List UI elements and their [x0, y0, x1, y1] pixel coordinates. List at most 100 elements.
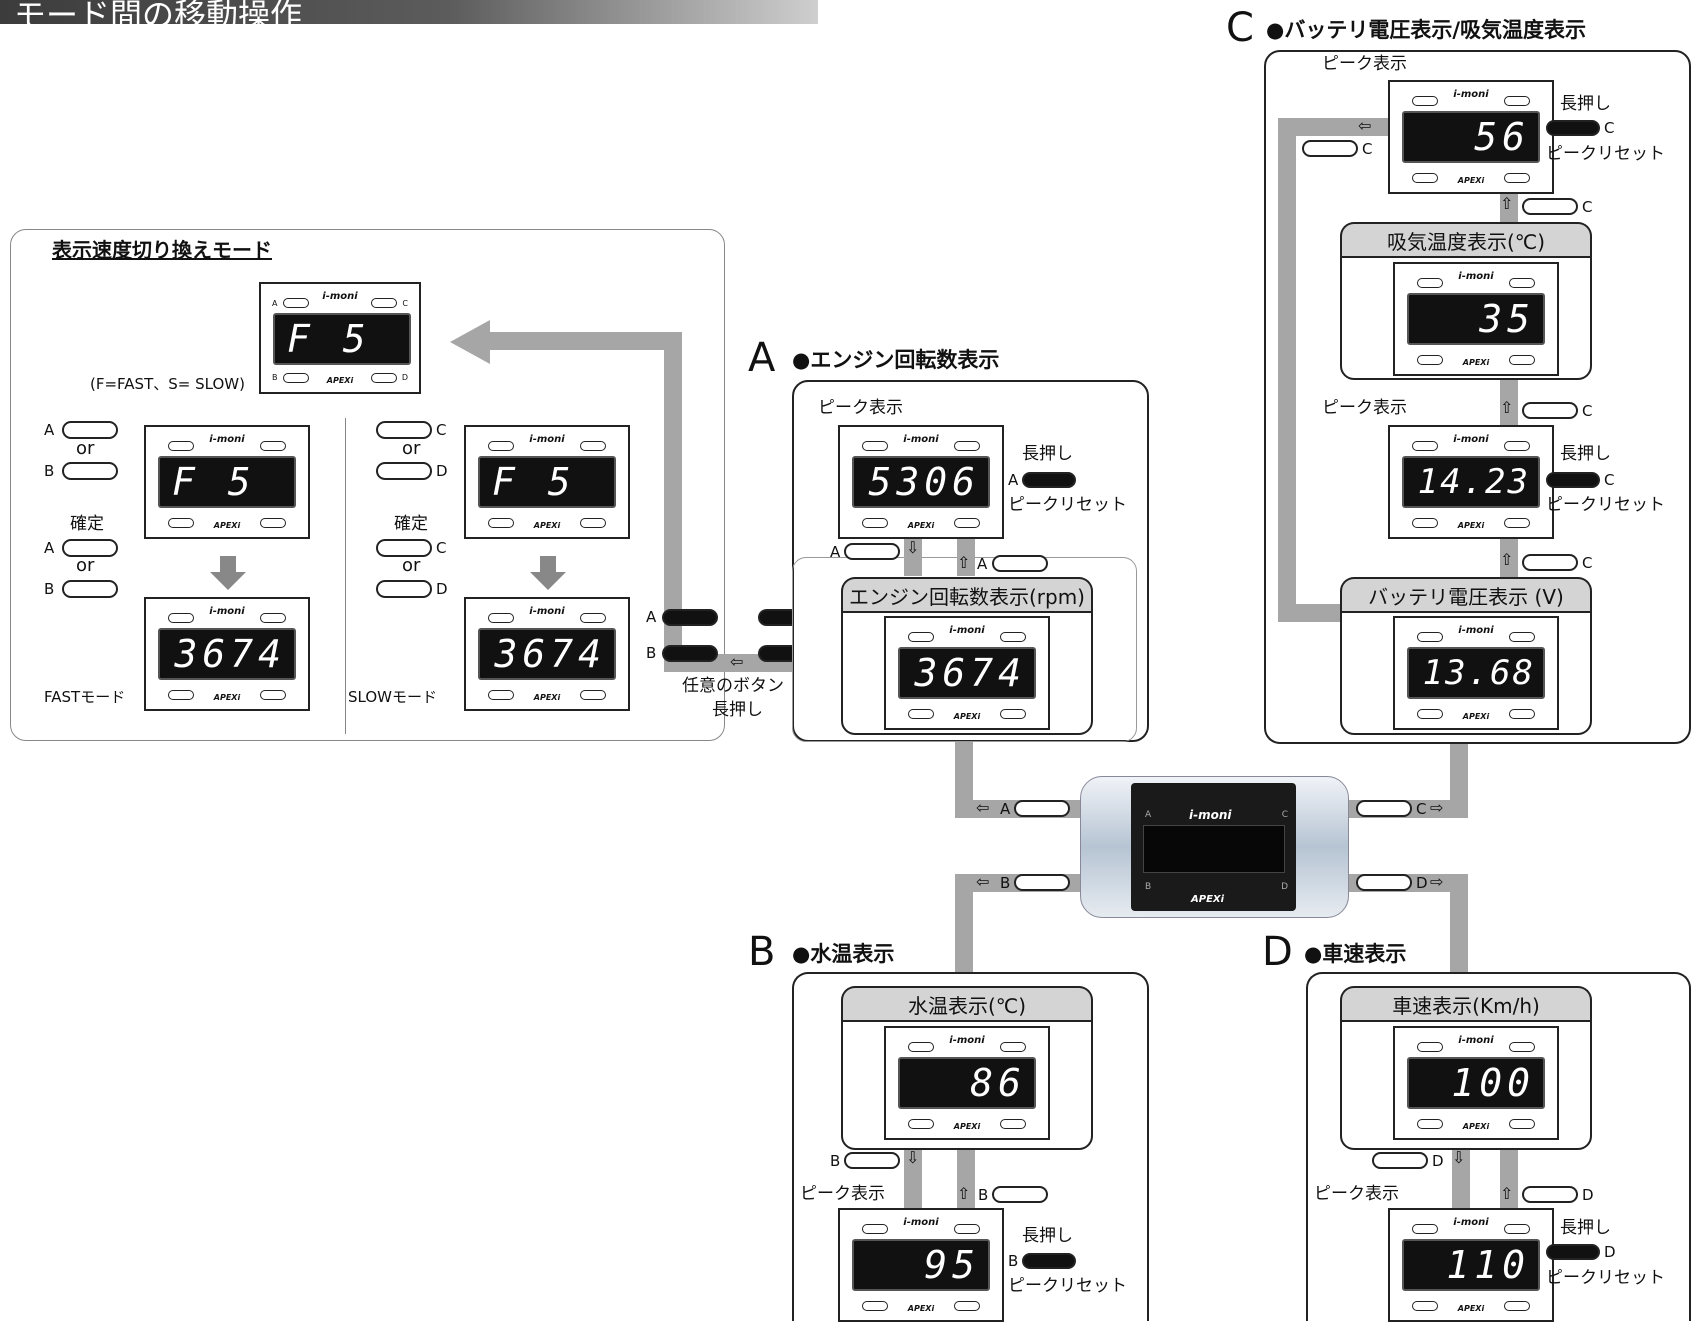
- button-a[interactable]: [862, 441, 888, 451]
- button-c[interactable]: [260, 441, 286, 451]
- button-c[interactable]: [1509, 278, 1535, 288]
- lcd-value: 3674: [174, 632, 286, 676]
- button-c[interactable]: [1509, 632, 1535, 642]
- button-c-black[interactable]: [1546, 472, 1600, 488]
- button-c-oval[interactable]: [376, 539, 432, 557]
- button-a-black[interactable]: [662, 609, 718, 626]
- button-a-black[interactable]: [1022, 472, 1076, 488]
- return-track-vertical: [664, 332, 682, 672]
- button-b[interactable]: [488, 690, 514, 700]
- button-a[interactable]: [1412, 96, 1438, 106]
- button-c-oval[interactable]: [1356, 800, 1412, 817]
- button-b[interactable]: [908, 1119, 934, 1129]
- button-a-oval[interactable]: [844, 543, 900, 560]
- button-b[interactable]: [1412, 173, 1438, 183]
- button-b[interactable]: [862, 518, 888, 528]
- button-d[interactable]: [954, 518, 980, 528]
- button-a[interactable]: [1417, 278, 1443, 288]
- long-press-label: 長押し: [1560, 94, 1611, 114]
- button-d-oval[interactable]: [1372, 1152, 1428, 1169]
- button-d-oval[interactable]: [376, 462, 432, 480]
- button-b[interactable]: [283, 373, 309, 383]
- button-a-oval[interactable]: [62, 539, 118, 557]
- button-d[interactable]: [1509, 709, 1535, 719]
- button-c[interactable]: [580, 613, 606, 623]
- button-c[interactable]: [1000, 1042, 1026, 1052]
- button-b[interactable]: [1417, 709, 1443, 719]
- button-d-oval[interactable]: [1356, 874, 1412, 891]
- button-d[interactable]: [954, 1301, 980, 1311]
- button-d[interactable]: [260, 518, 286, 528]
- button-a[interactable]: [1412, 1224, 1438, 1234]
- button-b[interactable]: [168, 518, 194, 528]
- button-c[interactable]: [954, 1224, 980, 1234]
- button-d[interactable]: [1504, 1301, 1530, 1311]
- button-d-oval[interactable]: [376, 580, 432, 598]
- button-c[interactable]: [954, 441, 980, 451]
- button-a[interactable]: [1417, 632, 1443, 642]
- button-c-black[interactable]: [1546, 120, 1600, 136]
- button-c-oval[interactable]: [1302, 140, 1358, 157]
- button-c-oval[interactable]: [376, 421, 432, 439]
- button-a[interactable]: [488, 441, 514, 451]
- button-b[interactable]: [1412, 1301, 1438, 1311]
- button-c-oval[interactable]: [1522, 554, 1578, 571]
- button-a[interactable]: [1417, 1042, 1443, 1052]
- button-b-oval[interactable]: [62, 462, 118, 480]
- button-c[interactable]: [1504, 441, 1530, 451]
- button-b[interactable]: [1417, 1119, 1443, 1129]
- button-a[interactable]: [908, 1042, 934, 1052]
- button-b-oval[interactable]: [62, 580, 118, 598]
- button-d[interactable]: [1000, 1119, 1026, 1129]
- button-c[interactable]: [1000, 632, 1026, 642]
- button-d[interactable]: [580, 690, 606, 700]
- button-a[interactable]: [862, 1224, 888, 1234]
- button-b-black[interactable]: [662, 645, 718, 662]
- button-d[interactable]: [371, 373, 397, 383]
- button-b-black[interactable]: [1022, 1253, 1076, 1269]
- button-a[interactable]: [488, 613, 514, 623]
- button-d[interactable]: [1504, 173, 1530, 183]
- button-c[interactable]: [1504, 96, 1530, 106]
- button-c[interactable]: [580, 441, 606, 451]
- button-b[interactable]: [1417, 355, 1443, 365]
- peak-display-label: ピーク表示: [1322, 398, 1407, 418]
- button-c[interactable]: [1509, 1042, 1535, 1052]
- any-button-label: 任意のボタン: [682, 676, 784, 696]
- track-d-up: [1500, 1148, 1518, 1210]
- lcd-display: F 5: [273, 313, 411, 365]
- button-b[interactable]: [1412, 518, 1438, 528]
- button-d-black[interactable]: [1546, 1244, 1600, 1260]
- button-d[interactable]: [1504, 518, 1530, 528]
- button-b[interactable]: [168, 690, 194, 700]
- button-c[interactable]: [371, 298, 397, 308]
- button-c-oval[interactable]: [1522, 198, 1578, 215]
- slow-mode-label: SLOWモード: [348, 688, 437, 706]
- button-d-oval[interactable]: [1522, 1186, 1578, 1203]
- button-d[interactable]: [1509, 1119, 1535, 1129]
- down-arrow-icon: ⇩: [906, 1148, 920, 1167]
- button-c-oval[interactable]: [1522, 402, 1578, 419]
- button-b[interactable]: [488, 518, 514, 528]
- button-a-oval[interactable]: [992, 555, 1048, 572]
- button-a[interactable]: [168, 441, 194, 451]
- button-c[interactable]: [1504, 1224, 1530, 1234]
- button-b[interactable]: [908, 709, 934, 719]
- button-a[interactable]: [168, 613, 194, 623]
- button-a[interactable]: [1412, 441, 1438, 451]
- button-b[interactable]: [862, 1301, 888, 1311]
- button-d[interactable]: [260, 690, 286, 700]
- button-d[interactable]: [580, 518, 606, 528]
- button-c[interactable]: [260, 613, 286, 623]
- button-d[interactable]: [1000, 709, 1026, 719]
- button-a-oval[interactable]: [62, 421, 118, 439]
- button-d[interactable]: [1509, 355, 1535, 365]
- label-c: C: [436, 539, 447, 557]
- button-b-oval[interactable]: [1014, 874, 1070, 891]
- button-a[interactable]: [908, 632, 934, 642]
- button-b-oval[interactable]: [844, 1152, 900, 1169]
- button-b-oval[interactable]: [992, 1186, 1048, 1203]
- button-a[interactable]: [283, 298, 309, 308]
- device-c-intake: i-moni 35 APEXi: [1393, 262, 1559, 376]
- button-a-oval[interactable]: [1014, 800, 1070, 817]
